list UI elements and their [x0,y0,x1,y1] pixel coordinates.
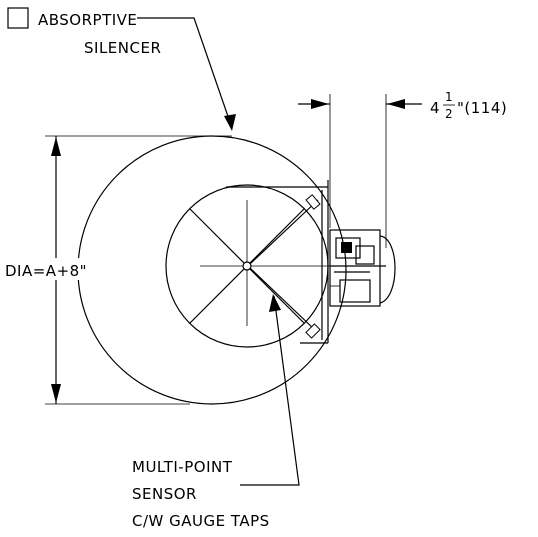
transmitter-assembly [329,229,396,307]
silencer-leader [137,17,233,129]
silencer-label-line2: SILENCER [84,39,161,57]
width-arrow-right [387,99,405,109]
sensor-probe [249,199,319,265]
dia-arrow-bottom [51,384,61,403]
sensor-probe-2 [249,267,316,331]
dia-label: DIA=A+8" [5,262,87,280]
option-checkbox[interactable] [7,7,29,29]
sensor-hub [242,261,252,271]
silencer-leader-arrow [224,114,236,131]
sensor-label-line3: C/W GAUGE TAPS [132,512,270,530]
sensor-label-line2: SENSOR [132,485,197,503]
probe-tip-1 [305,194,321,210]
silencer-outer-circle [77,135,347,405]
sensor-leader-arrow [269,294,281,312]
width-whole: 4 [430,99,440,117]
width-rest: "(114) [457,99,507,117]
width-frac-den: 2 [445,107,453,121]
dia-arrow-top [51,137,61,156]
probe-tip-2 [305,323,321,339]
sensor-label-line1: MULTI-POINT [132,458,233,476]
width-arrow-left [311,99,329,109]
width-frac-num: 1 [445,90,453,104]
sensor-leader [240,295,300,486]
silencer-label-line1: ABSORPTIVE [38,11,137,29]
